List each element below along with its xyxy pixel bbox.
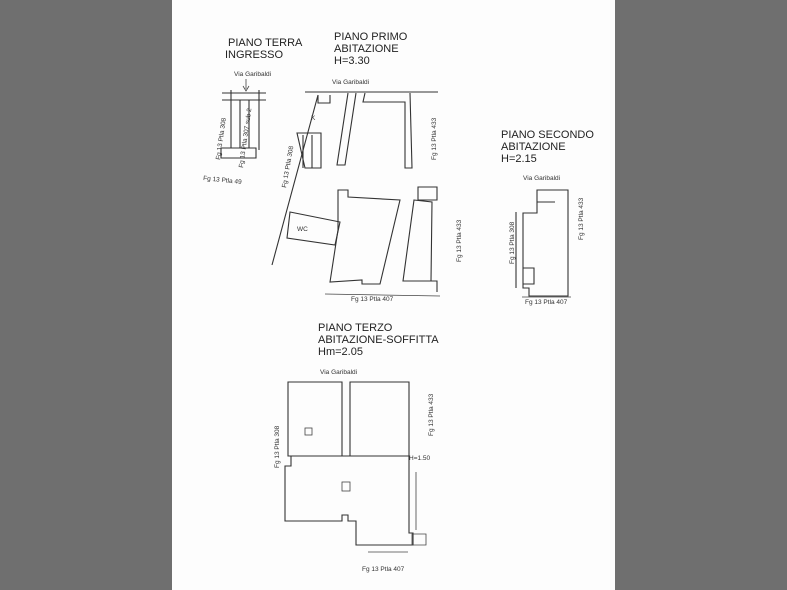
street-label: Via Garibaldi bbox=[234, 71, 271, 78]
height-label: H=2.15 bbox=[501, 153, 537, 165]
label-ptla-407: Fg 13 Ptla 407 bbox=[525, 299, 568, 306]
subtitle-abitazione-soffitta: ABITAZIONE-SOFFITTA bbox=[318, 334, 439, 346]
bottom-boundary bbox=[324, 293, 441, 297]
height-label: Hm=2.05 bbox=[318, 346, 363, 358]
label-ptla-407: Fg 13 Ptla 407 bbox=[362, 566, 405, 573]
label-ptla-49: Fg 13 Ptla 49 bbox=[203, 175, 243, 186]
plan-piano-primo: PIANO PRIMO ABITAZIONE H=3.30 Via Gariba… bbox=[271, 31, 463, 303]
entrance-arrow-icon bbox=[242, 79, 250, 92]
upper-rooms bbox=[287, 381, 410, 457]
label-ptla-407: Fg 13 Ptla 407 bbox=[351, 296, 394, 303]
kitchen-stairs bbox=[296, 132, 322, 169]
street-label: Via Garibaldi bbox=[320, 369, 357, 376]
lower-room bbox=[284, 455, 414, 546]
subtitle-abitazione: ABITAZIONE bbox=[501, 141, 566, 153]
skylight-icon bbox=[304, 427, 313, 436]
height-mark: H=1.50 bbox=[409, 455, 431, 462]
label-ptla-308: Fg 13 Ptla 308 bbox=[274, 425, 281, 468]
label-ptla-308: Fg 13 Ptla 308 bbox=[281, 145, 295, 188]
stair-details bbox=[368, 472, 427, 553]
subtitle-ingresso: INGRESSO bbox=[225, 49, 284, 61]
label-ptla-433-top: Fg 13 Ptla 433 bbox=[431, 117, 438, 160]
label-ptla-433: Fg 13 Ptla 433 bbox=[428, 393, 435, 436]
title-piano-primo: PIANO PRIMO bbox=[334, 31, 408, 43]
height-label: H=3.30 bbox=[334, 55, 370, 67]
second-floor-outline bbox=[515, 189, 569, 297]
wc-room bbox=[286, 211, 341, 246]
label-ptla-433-bottom: Fg 13 Ptla 433 bbox=[456, 219, 463, 262]
room-wc-label: WC bbox=[297, 226, 308, 233]
right-room bbox=[402, 186, 438, 292]
street-label: Via Garibaldi bbox=[332, 79, 369, 86]
room-k-label: K bbox=[311, 115, 316, 122]
title-piano-secondo: PIANO SECONDO bbox=[501, 129, 594, 141]
label-ptla-308: Fg 13 Ptla 308 bbox=[215, 117, 228, 160]
street-label: Via Garibaldi bbox=[523, 175, 560, 182]
subtitle-abitazione: ABITAZIONE bbox=[334, 43, 399, 55]
central-room bbox=[329, 189, 401, 285]
label-ptla-433: Fg 13 Ptla 433 bbox=[578, 197, 585, 240]
plan-piano-secondo: PIANO SECONDO ABITAZIONE H=2.15 Via Gari… bbox=[501, 129, 594, 306]
entrance-outline bbox=[220, 90, 266, 159]
plan-piano-terzo: PIANO TERZO ABITAZIONE-SOFFITTA Hm=2.05 … bbox=[274, 322, 439, 573]
upper-walls bbox=[271, 91, 438, 266]
title-piano-terra: PIANO TERRA bbox=[228, 37, 303, 49]
label-ptla-308: Fg 13 Ptla 308 bbox=[509, 221, 516, 264]
skylight-icon bbox=[341, 481, 351, 492]
title-piano-terzo: PIANO TERZO bbox=[318, 322, 393, 334]
